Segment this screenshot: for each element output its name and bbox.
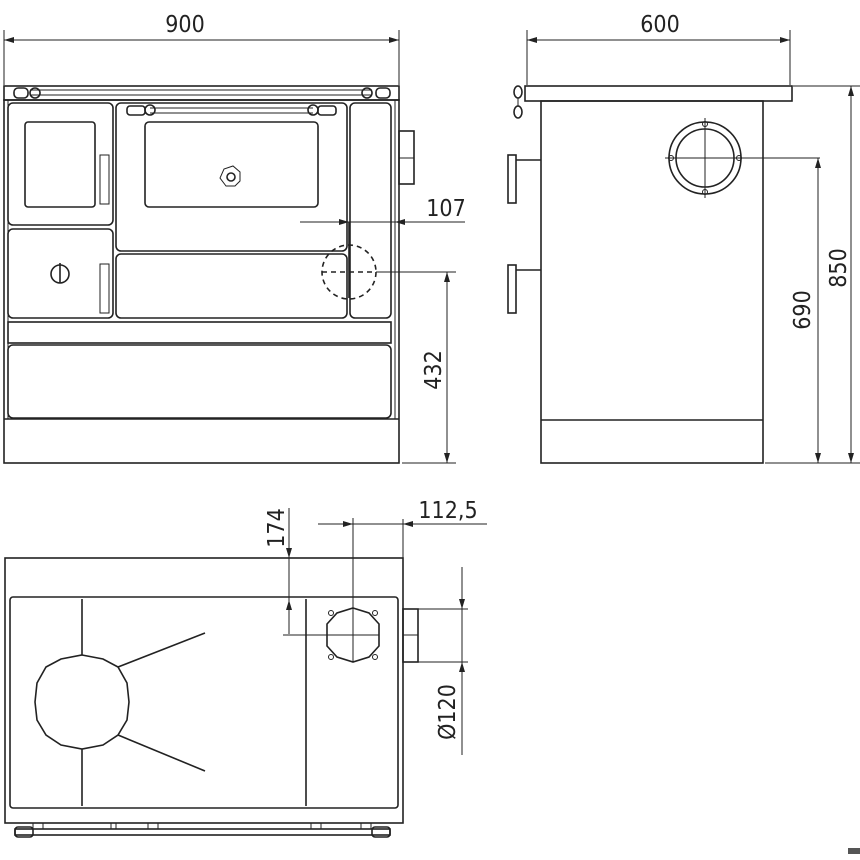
rail-knob-icon [13, 87, 391, 99]
top-view [4, 518, 419, 838]
dimension-diameter-120: Ø120 [418, 567, 468, 755]
dimension-432: 432 [376, 271, 456, 464]
side-view [507, 85, 820, 464]
hotplate [34, 599, 206, 806]
dimension-107: 107 [300, 196, 466, 225]
svg-text:112,5: 112,5 [418, 498, 477, 524]
svg-text:600: 600 [640, 12, 680, 38]
front-view [3, 85, 415, 464]
dimension-850: 850 [765, 85, 860, 464]
svg-text:107: 107 [426, 196, 466, 222]
dimension-174: 174 [264, 508, 292, 634]
svg-text:432: 432 [421, 350, 447, 390]
flue-outlet [665, 118, 820, 198]
ash-door [7, 228, 114, 319]
rail-knob-icon [513, 85, 523, 119]
corner-mark [848, 848, 860, 854]
dimension-900: 900 [3, 12, 400, 85]
fire-door [7, 102, 114, 226]
svg-text:174: 174 [264, 508, 290, 548]
svg-text:690: 690 [790, 290, 816, 330]
thermometer-icon [219, 165, 241, 187]
dimension-112-5: 112,5 [318, 498, 487, 558]
oven-door [115, 102, 348, 252]
dimension-600: 600 [526, 12, 791, 85]
dimension-690: 690 [790, 158, 821, 463]
flue-outlet-top [283, 518, 380, 663]
door-handle [507, 154, 541, 314]
towel-rail [14, 822, 391, 838]
svg-text:850: 850 [826, 248, 852, 288]
svg-text:Ø120: Ø120 [435, 684, 461, 740]
svg-text:900: 900 [165, 12, 205, 38]
